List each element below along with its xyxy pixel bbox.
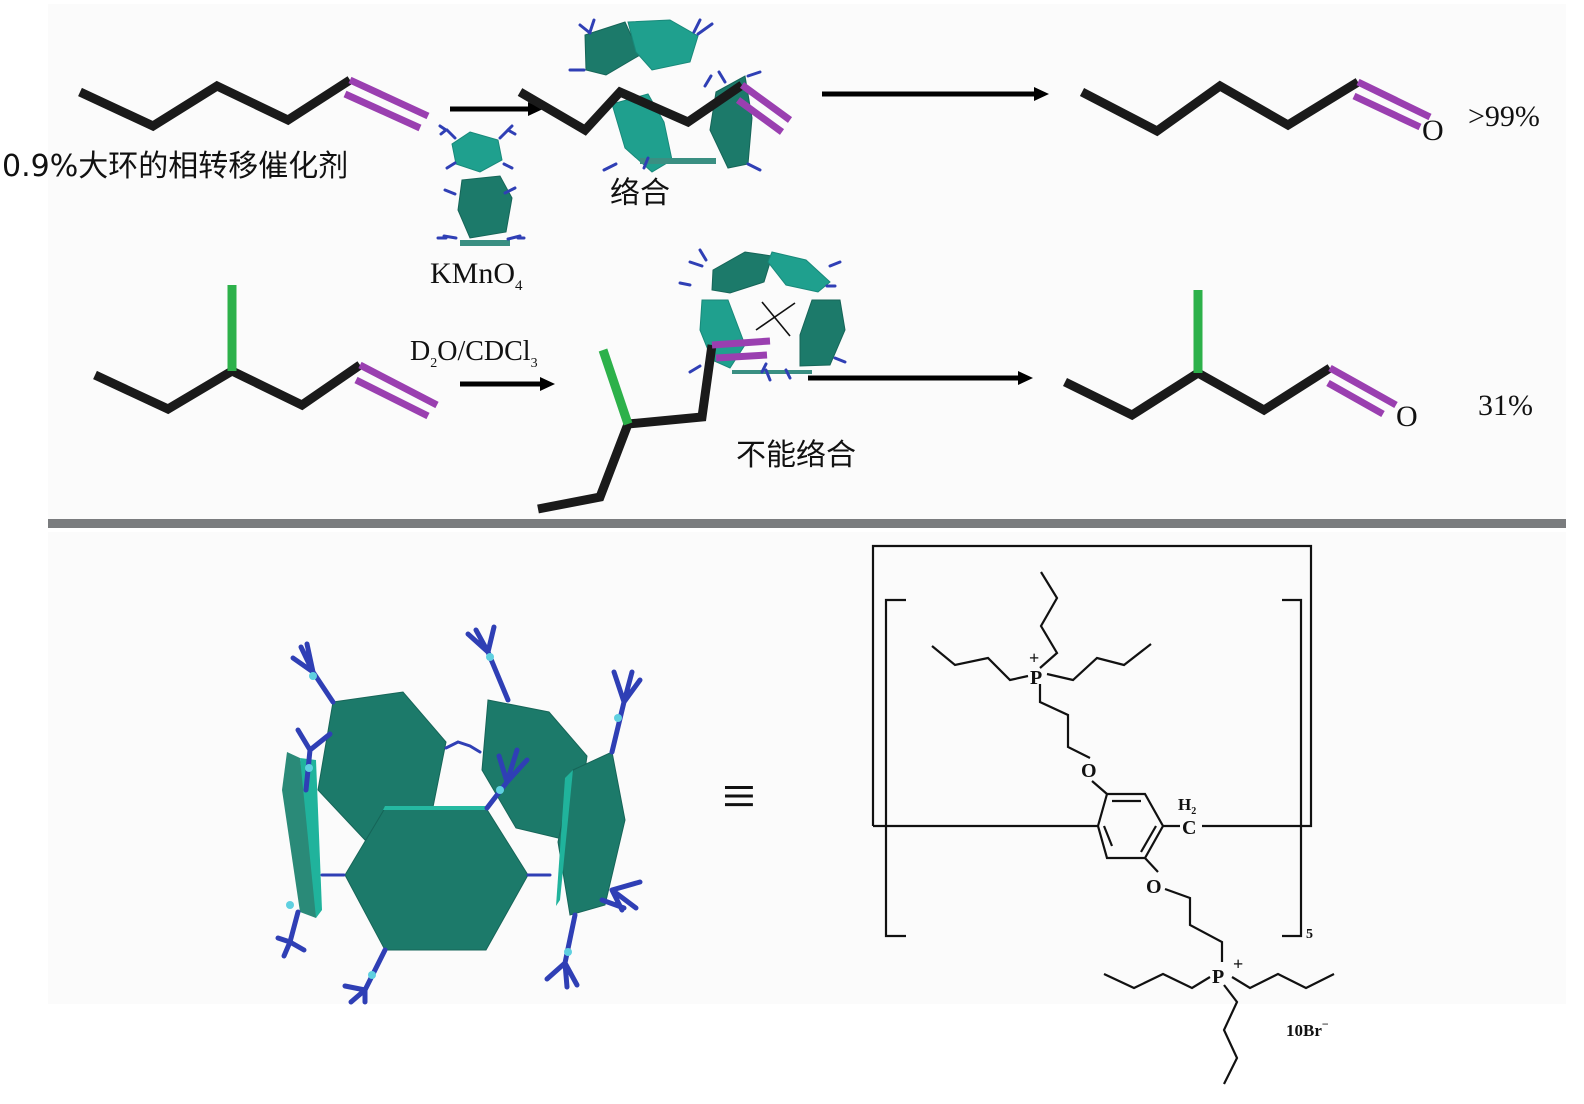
- yield2-label: 31%: [1478, 389, 1533, 422]
- product1-molecule: O: [1079, 78, 1444, 147]
- repeat-count: 5: [1306, 927, 1313, 942]
- charge-top: +: [1029, 648, 1039, 668]
- equivalence-symbol: ≡: [722, 763, 756, 829]
- reaction2: D2O/CDCl3 不能络合: [93, 248, 1533, 514]
- complex-label: 络合: [610, 176, 670, 211]
- solvent-label: D2O/CDCl3: [410, 336, 538, 371]
- oxygen-top: O: [1081, 760, 1097, 782]
- failed-complex-label: 不能络合: [736, 438, 856, 473]
- methylene-c: C: [1182, 817, 1196, 839]
- yield1-label: >99%: [1468, 100, 1540, 133]
- substrate1-molecule: [78, 76, 430, 132]
- macrocycle-3d-model: [275, 624, 643, 1005]
- macrocycle-small-icon: [436, 124, 526, 246]
- oxygen-bottom: O: [1146, 876, 1162, 898]
- reagent-label: KMnO4: [430, 257, 523, 294]
- bottom-panel: [48, 532, 1566, 1004]
- pillararene-structure: 5 P + O H2 C O P + 10Br−: [871, 544, 1335, 1085]
- failed-complex: [537, 248, 847, 514]
- phosphonium-top: P: [1030, 667, 1042, 689]
- reaction1-arrow2: [822, 87, 1049, 101]
- substrate2-molecule: [93, 285, 439, 420]
- host-guest-complex1: [517, 18, 793, 173]
- charge-bottom: +: [1233, 954, 1243, 974]
- reaction2-arrow2: [808, 371, 1033, 385]
- reaction1-arrow1: [450, 102, 543, 116]
- product1-oxygen: O: [1422, 114, 1444, 147]
- counterion-label: 10Br−: [1286, 1017, 1329, 1040]
- methylene-h: H2: [1178, 795, 1196, 817]
- product2-oxygen: O: [1396, 400, 1418, 433]
- panel-divider: [48, 519, 1566, 528]
- catalyst-label: 0.9%大环的相转移催化剂: [2, 149, 348, 184]
- reaction2-arrow1: [460, 377, 555, 391]
- product2-molecule: O: [1063, 290, 1418, 433]
- phosphonium-bottom: P: [1212, 966, 1224, 988]
- reaction1: 0.9%大环的相转移催化剂 KMnO4 络合: [2, 18, 1540, 294]
